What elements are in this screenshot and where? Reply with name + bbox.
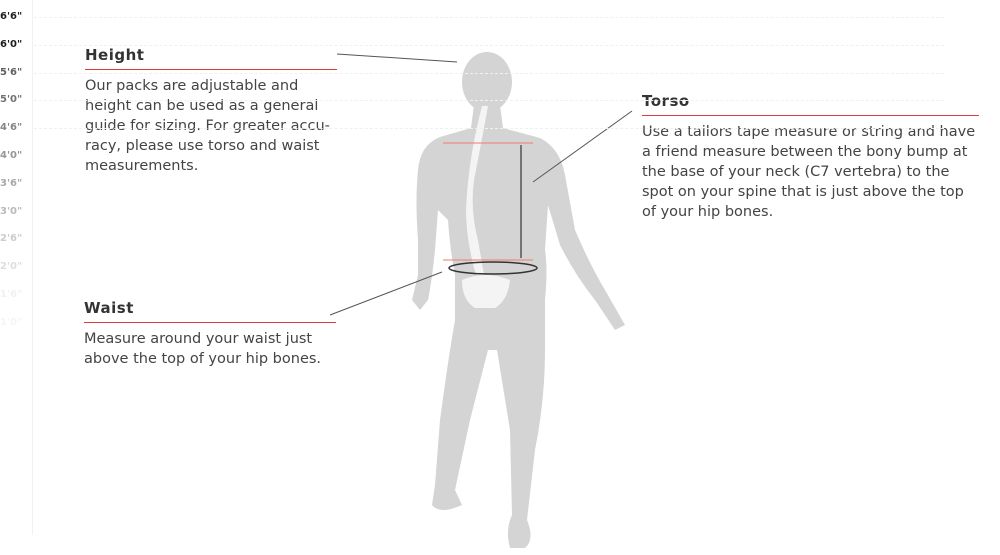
ruler-gridline: [34, 72, 944, 74]
torso-text: Use a tailors tape measure or string and…: [642, 124, 976, 220]
ruler-tick: 3'6": [0, 177, 23, 189]
ruler-gridline: [34, 44, 944, 46]
ruler-tick: 6'0": [0, 38, 23, 50]
ruler-gridline: [34, 128, 944, 130]
spine-skeleton: [462, 106, 510, 308]
ruler-tick: 2'0": [0, 261, 23, 273]
waist-text: Measure around your waist just above the…: [84, 331, 322, 367]
ruler-tick: 5'0": [0, 94, 23, 106]
ruler-tick: 3'0": [0, 205, 23, 217]
ruler-tick: 4'0": [0, 150, 23, 161]
height-text: Our packs are adjustable and height can …: [85, 78, 330, 174]
waist-title: Waist: [84, 299, 336, 323]
ruler-tick: 4'6": [0, 122, 23, 134]
height-leader-line: [336, 53, 458, 63]
waist-measure-loop: [448, 261, 538, 275]
ruler-tick: 2'6": [0, 233, 23, 245]
height-section: Height Our packs are adjustable and heig…: [85, 46, 337, 176]
waist-leader-line: [329, 271, 443, 316]
ruler-gridline: [34, 100, 944, 102]
human-silhouette: [412, 52, 625, 548]
ruler-tick: 6'6": [0, 11, 23, 22]
ruler-tick: 5'6": [0, 66, 23, 78]
height-ruler: 6'6" 6'0" 5'6" 5'0" 4'6" 4'0" 3'6" 3'0" 2'6" 2'0"…: [0, 0, 33, 535]
torso-title: Torso: [642, 92, 979, 116]
torso-section: Torso Use a tailors tape measure or stri…: [642, 92, 979, 222]
torso-leader-line: [532, 110, 633, 183]
waist-section: Waist Measure around your waist just abo…: [84, 299, 336, 369]
ruler-tick: 1'0": [0, 316, 23, 328]
ruler-tick: 1'6": [0, 289, 23, 300]
height-title: Height: [85, 46, 337, 70]
ruler-gridline: [34, 17, 944, 18]
